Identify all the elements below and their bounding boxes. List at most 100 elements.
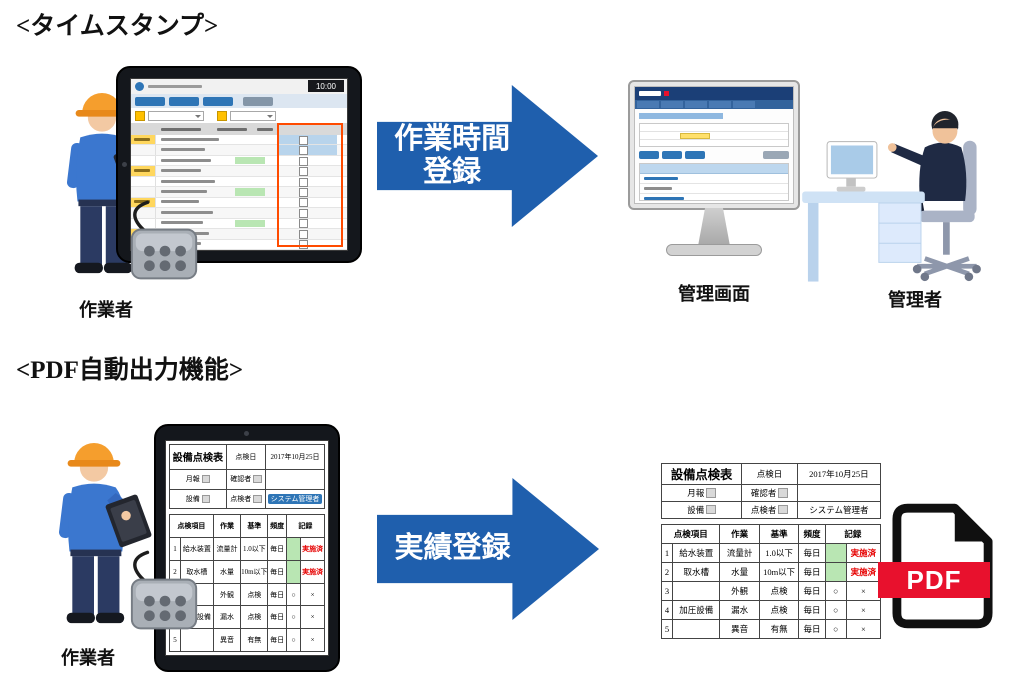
worker-label: 作業者 (79, 300, 133, 320)
equipment-label: 設備 (170, 489, 227, 510)
monitor-bezel (628, 80, 800, 210)
col-header: 点検項目 (662, 524, 721, 544)
item-cell: 加圧設備 (673, 600, 721, 620)
text-blob (161, 221, 203, 225)
row-number: 3 (662, 581, 673, 601)
inspector-label-text: 点検者 (230, 495, 252, 504)
form-row (640, 132, 788, 140)
status-cell-green (235, 188, 265, 196)
arrow-label: 作業時間 登録 (377, 85, 527, 227)
table-header (640, 164, 788, 174)
checkbox (299, 146, 308, 156)
pdf-label: PDF (906, 564, 962, 595)
form-panel (639, 123, 789, 147)
frequency-cell: 毎日 (268, 629, 287, 652)
col-header: 基準 (241, 515, 269, 539)
equipment-label-text: 設備 (185, 495, 200, 504)
menu-item (733, 101, 755, 108)
action-button (639, 151, 659, 159)
item-cell (181, 629, 214, 652)
arrow-label-line: 登録 (423, 156, 482, 188)
status-cell: × (301, 606, 325, 630)
task-row (131, 166, 347, 177)
row-group-cell (131, 187, 156, 197)
admin-screen (634, 86, 794, 204)
app-title-blob (148, 85, 202, 88)
status-cell: × (846, 600, 881, 620)
admin-label: システム管理者 (267, 494, 323, 505)
tablet-screen: 10:00 (130, 78, 348, 251)
frequency-cell: 毎日 (799, 581, 826, 601)
status-cell: 実施済 (301, 560, 325, 584)
text-blob (161, 189, 207, 193)
standard-cell: 1.0以下 (241, 538, 269, 561)
task-row (131, 145, 347, 156)
row-group-cell (131, 135, 156, 145)
checkbox (299, 229, 308, 239)
row-number: 4 (662, 600, 673, 620)
filter-dropdown (230, 111, 276, 121)
work-cell: 異音 (720, 619, 760, 639)
frequency-cell: 毎日 (268, 560, 287, 584)
item-cell: 取水槽 (181, 560, 214, 584)
text-blob (134, 137, 150, 141)
admin-cell: システム管理者 (266, 489, 325, 510)
filter-dropdown (148, 111, 204, 121)
row-number: 5 (170, 629, 181, 652)
toolbar-button (169, 97, 199, 106)
admin-table (639, 163, 789, 201)
manager-label: 管理者 (888, 290, 942, 310)
item-cell (181, 583, 214, 607)
work-cell: 水量 (213, 560, 242, 584)
app-logo (639, 91, 661, 96)
item-cell (673, 619, 721, 639)
row-number: 1 (662, 543, 673, 563)
status-cell: × (846, 581, 881, 601)
col-header: 記録 (286, 515, 325, 539)
task-row (131, 176, 347, 188)
frequency-cell: 毎日 (799, 562, 826, 582)
col-header: 作業 (213, 515, 242, 539)
pdf-icon: PDF (878, 502, 994, 632)
record-cell (825, 543, 847, 563)
status-cell-green (235, 219, 265, 228)
status-cell: × (301, 629, 325, 652)
date-label: 点検日 (226, 445, 267, 470)
row-group-cell (131, 166, 156, 176)
menu-item (685, 101, 707, 108)
record-cell (825, 562, 847, 582)
worker-label: 作業者 (61, 648, 115, 668)
frequency-cell: 毎日 (268, 583, 287, 607)
status-cell: × (301, 583, 325, 607)
arrow-label-line: 実績登録 (394, 532, 511, 565)
arrow-work-time-registration: 作業時間 登録 (377, 85, 598, 227)
dropdown-box (778, 504, 789, 515)
row-group-cell (131, 145, 156, 155)
text-blob (161, 148, 205, 152)
tablet-device: 10:00 (116, 66, 362, 263)
inspector-label: 点検者 (226, 489, 267, 510)
text-blob (161, 179, 215, 183)
frequency-cell: 毎日 (799, 543, 826, 563)
checker-label-text: 確認者 (230, 475, 252, 484)
task-row (131, 208, 347, 219)
inspector-label: 点検者 (742, 501, 798, 519)
app-icon (135, 82, 144, 91)
task-row-list (131, 135, 347, 250)
date-label: 点検日 (742, 464, 798, 485)
checker-label-text: 確認者 (750, 487, 777, 498)
work-cell: 流量計 (720, 543, 760, 563)
section-bar (639, 113, 723, 119)
menu-item (661, 101, 683, 108)
status-cell: × (846, 619, 881, 639)
form-row (640, 124, 788, 132)
text-blob (644, 187, 672, 190)
work-cell: 外観 (720, 581, 760, 601)
admin-screen-label: 管理画面 (678, 284, 750, 304)
monthly-label: 月報 (170, 469, 227, 490)
arrow-label-line: 作業時間 (394, 122, 511, 155)
